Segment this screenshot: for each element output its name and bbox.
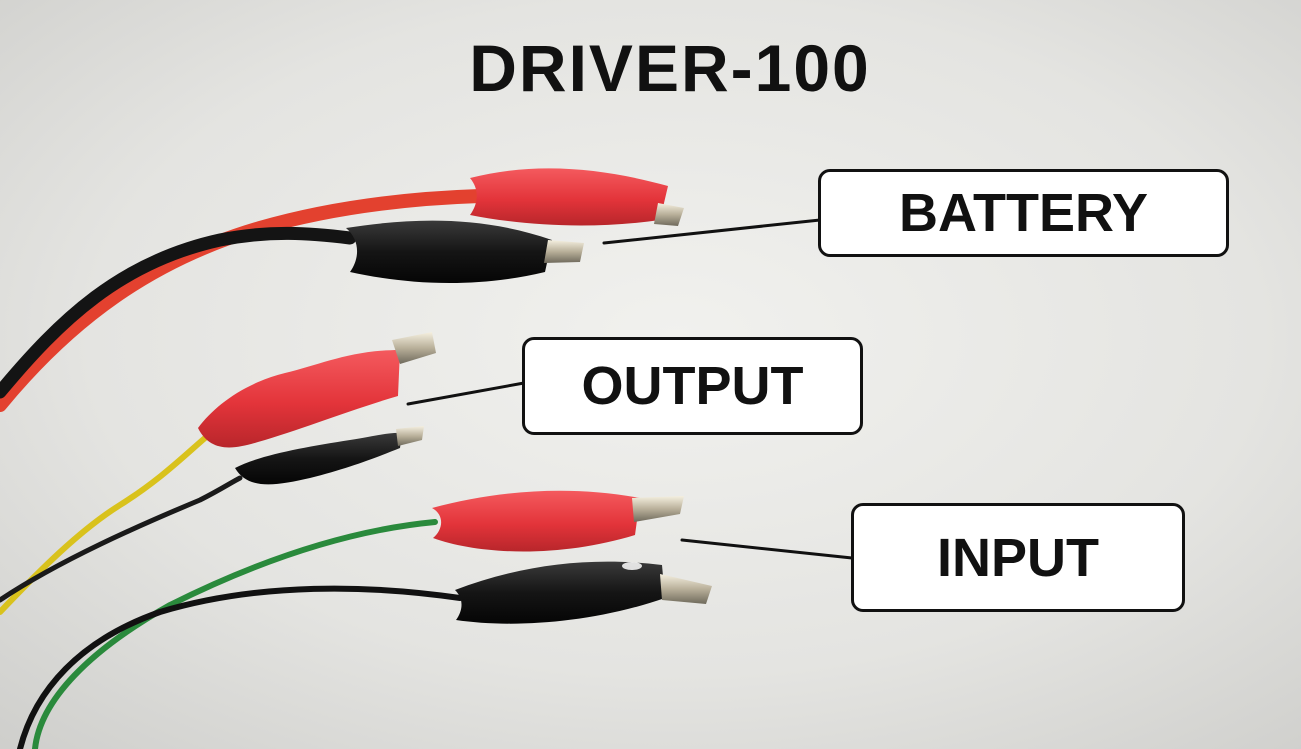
output-pointer-line xyxy=(406,381,526,406)
battery-pointer-line xyxy=(602,218,822,245)
output-label: OUTPUT xyxy=(581,356,804,416)
page-title: DRIVER-100 xyxy=(469,31,871,105)
input-red-clip xyxy=(432,490,684,552)
input-label-box: INPUT xyxy=(851,503,1185,612)
wires xyxy=(0,189,487,749)
output-black-clip xyxy=(235,426,424,485)
input-black-clip xyxy=(455,561,712,624)
battery-black-clip xyxy=(346,220,584,284)
battery-label-box: BATTERY xyxy=(818,169,1229,257)
black-output-wire xyxy=(0,475,243,603)
battery-label: BATTERY xyxy=(899,183,1148,243)
output-label-box: OUTPUT xyxy=(522,337,863,435)
black-input-wire xyxy=(17,585,463,749)
battery-red-clip xyxy=(470,168,684,226)
input-pointer-line xyxy=(680,538,854,560)
output-red-clip xyxy=(198,332,436,448)
callout-lines xyxy=(406,218,854,560)
green-input-wire xyxy=(32,519,438,749)
input-label: INPUT xyxy=(937,527,1099,588)
black-battery-wire xyxy=(0,226,357,399)
